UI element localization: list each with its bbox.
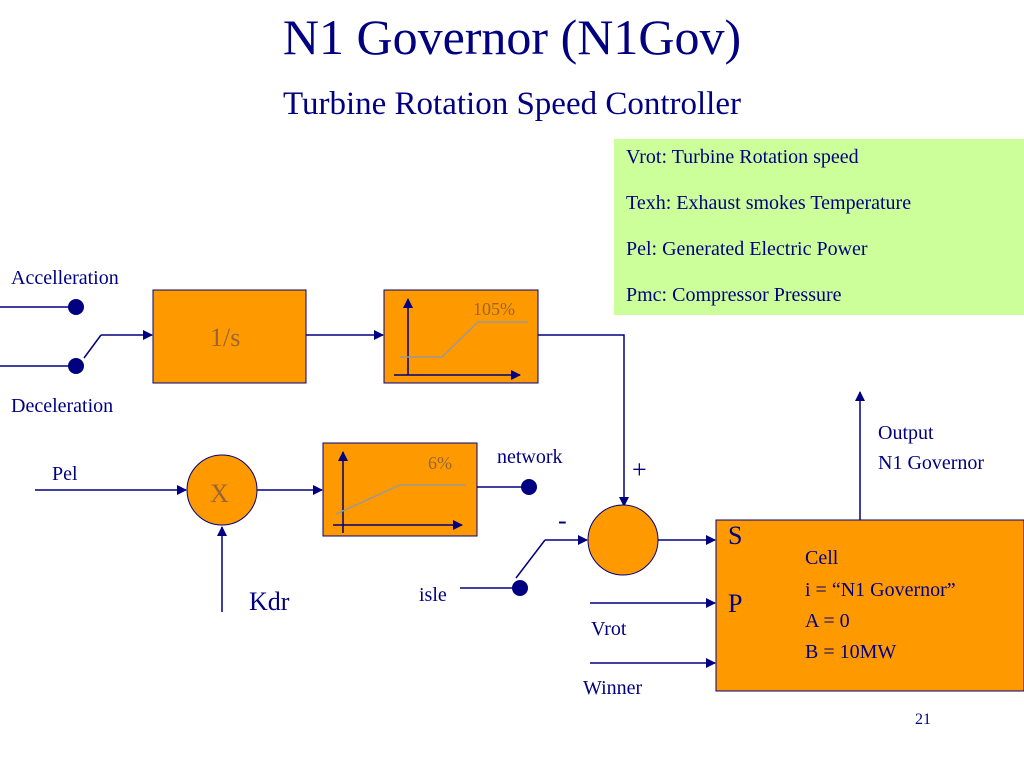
slide-subtitle: Turbine Rotation Speed Controller [282,86,741,122]
decel-label: Deceleration [11,395,114,417]
output-label-line2: N1 Governor [878,452,985,474]
slide-title: N1 Governor (N1Gov) [282,9,742,65]
plus-sign: + [632,455,647,484]
cell-a-line: A = 0 [805,610,850,632]
integrator-label: 1/s [210,323,241,352]
cell-block [715,519,1024,692]
output-label-line1: Output [878,422,934,444]
decel-contact [68,358,84,374]
integrator-block [152,289,307,384]
legend-item-texh: Texh: Exhaust smokes Temperature [626,192,912,214]
limiter-6-curve [335,484,466,515]
isle-contact [512,580,528,596]
cell-s-port: S [728,521,743,550]
network-isle-switch-blade [515,539,546,579]
limiter-105-label: 105% [473,299,515,319]
kdr-label: Kdr [249,587,290,616]
winner-label: Winner [583,677,643,699]
cell-p-port: P [728,589,743,618]
limiter-6-block [322,442,478,537]
vrot-label: Vrot [591,618,627,640]
cell-name-line: Cell [805,547,839,569]
pel-label: Pel [52,463,78,485]
legend-item-pel: Pel: Generated Electric Power [626,238,868,260]
switch-blade [83,334,102,359]
isle-label: isle [419,584,447,606]
multiplier-label: X [210,479,229,508]
accel-label: Accelleration [11,267,119,289]
summing-junction [587,504,659,576]
limiter-105-curve [400,321,528,358]
legend-box: Vrot: Turbine Rotation speed Texh: Exhau… [614,139,1024,315]
minus-sign: - [558,506,567,535]
limiter-6-label: 6% [428,453,452,473]
limiter-to-summer [538,334,629,507]
cell-i-line: i = “N1 Governor” [805,579,956,601]
accel-contact [68,299,84,315]
network-contact [521,479,537,495]
legend-item-pmc: Pmc: Compressor Pressure [626,284,842,306]
network-label: network [497,446,563,468]
legend-item-vrot: Vrot: Turbine Rotation speed [626,146,859,168]
page-number: 21 [915,711,931,728]
cell-b-line: B = 10MW [805,641,897,663]
